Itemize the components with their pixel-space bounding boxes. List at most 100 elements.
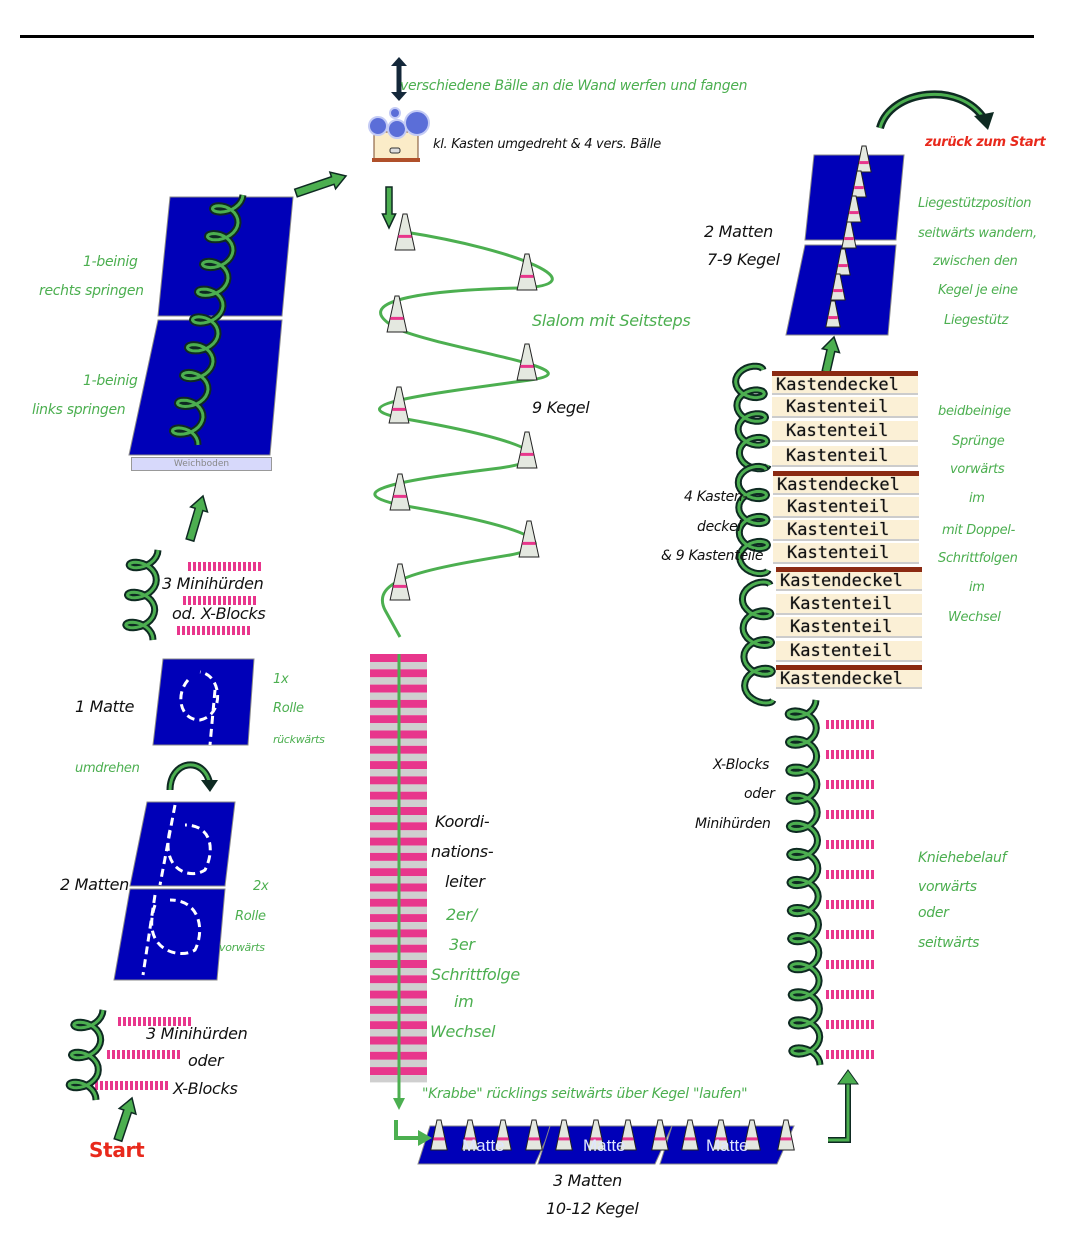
pushup-text: seitwärts wandern, [918, 226, 1037, 241]
knee-desc: X-Blocks [713, 757, 770, 773]
cone-stripe [497, 1137, 509, 1141]
cone-stripe [590, 1137, 602, 1141]
hurdle-bar [192, 626, 195, 635]
roll-back-text: Rolle [273, 701, 304, 716]
hurdle-bar [232, 626, 235, 635]
hurdle-bar [168, 1017, 171, 1026]
return-arrow-icon [876, 90, 989, 130]
turn-arrow-icon [168, 763, 212, 791]
cone-icon [825, 300, 841, 328]
spiral-jump-arrow [170, 194, 245, 446]
hurdle-bar [193, 562, 196, 571]
hurdle-bar [856, 990, 859, 999]
hurdle-bar [841, 720, 844, 729]
hurdle-bar [856, 930, 859, 939]
hurdle-bar [145, 1081, 148, 1090]
hurdle-bar [836, 960, 839, 969]
hurdle-bar [836, 1050, 839, 1059]
kastendeckel: Kastendeckel [773, 471, 919, 495]
hurdle-bar [866, 840, 869, 849]
hurdle-bar [826, 930, 829, 939]
hurdle-bar [866, 960, 869, 969]
cone-icon [841, 221, 857, 249]
cone-icon [516, 343, 538, 381]
balls-instruction: verschiedene Bälle an die Wand werfen un… [400, 78, 748, 94]
hurdle-bar [831, 1050, 834, 1059]
hurdle-bar [826, 720, 829, 729]
pushup-text: Kegel je eine [938, 283, 1018, 298]
cone-stripe [522, 541, 536, 545]
hurdle-bar [135, 1081, 138, 1090]
hurdle-bar [851, 960, 854, 969]
hurdle-bar [238, 596, 241, 605]
cone-stripe [854, 186, 864, 190]
hurdle-bar [861, 810, 864, 819]
hurdle-bar [228, 596, 231, 605]
hurdle-bar [851, 900, 854, 909]
roll-back-mat [152, 658, 255, 746]
hurdle-bar [202, 626, 205, 635]
kastenteil: Kastenteil [773, 543, 919, 564]
hurdle-bar [861, 960, 864, 969]
return-arrow-head [974, 112, 994, 130]
hurdle-bar [162, 1050, 165, 1059]
weichboden-text: links springen [32, 402, 126, 418]
cone-icon [430, 1119, 448, 1151]
arrow-right-icon [394, 1120, 420, 1140]
hurdle-bar [851, 990, 854, 999]
hurdle-bar [846, 780, 849, 789]
pushup-text: Liegestützposition [918, 196, 1032, 211]
mat-label: Matte [706, 1136, 749, 1155]
hurdle-bar [218, 562, 221, 571]
knee-text: Kniehebelauf [918, 850, 1007, 866]
back-to-start-label: zurück zum Start [925, 135, 1046, 150]
hurdles-start-text: 3 Minihürden [146, 1024, 248, 1043]
balls-setup: kl. Kasten umgedreht & 4 vers. Bälle [433, 137, 661, 152]
cone-icon [555, 1119, 573, 1151]
hurdle-bar [836, 780, 839, 789]
hurdle-bar [851, 1050, 854, 1059]
cone-stripe [833, 289, 843, 293]
hurdle-bar [165, 1081, 168, 1090]
hurdle-bar [203, 562, 206, 571]
hurdle-bar [217, 626, 220, 635]
ladder-text: nations- [431, 842, 494, 861]
kasten-text: im [969, 491, 985, 506]
hurdle-bar [150, 1081, 153, 1090]
hurdle-bar [177, 626, 180, 635]
hurdle-bar [826, 900, 829, 909]
mat-label: Matte [583, 1136, 626, 1155]
hurdle-bar [836, 900, 839, 909]
cone-icon [835, 248, 851, 276]
hurdle-bar [227, 626, 230, 635]
hurdle-bar [130, 1081, 133, 1090]
hurdle-bar [846, 930, 849, 939]
hurdle-bar [866, 1020, 869, 1029]
hurdle-bar [158, 1017, 161, 1026]
cone-stripe [654, 1137, 666, 1141]
ladder-text: 2er/ [446, 905, 477, 924]
hurdle-bar [826, 1050, 829, 1059]
hurdle-bar [861, 720, 864, 729]
hurdle-bar [237, 626, 240, 635]
hurdle-bar [871, 900, 874, 909]
knee-text: seitwärts [918, 935, 980, 951]
hurdle-bar [861, 780, 864, 789]
hurdle-bar [188, 1017, 191, 1026]
hurdle-bar [213, 596, 216, 605]
hurdle-bar [831, 900, 834, 909]
spiral-jump-arrow [736, 464, 770, 576]
cone-icon [516, 431, 538, 469]
spiral-jump-arrow [67, 1009, 105, 1101]
hurdle-bar [826, 870, 829, 879]
hurdle-bar [218, 596, 221, 605]
hurdle-bar [123, 1017, 126, 1026]
hurdle-bar [826, 840, 829, 849]
kastenteil: Kastenteil [776, 594, 922, 615]
hurdles-top-text: 3 Minihürden [162, 574, 264, 593]
hurdle-bar [826, 750, 829, 759]
kasten-text: beidbeinige [938, 404, 1011, 419]
hurdle-bar [208, 562, 211, 571]
hurdle-bar [871, 840, 874, 849]
